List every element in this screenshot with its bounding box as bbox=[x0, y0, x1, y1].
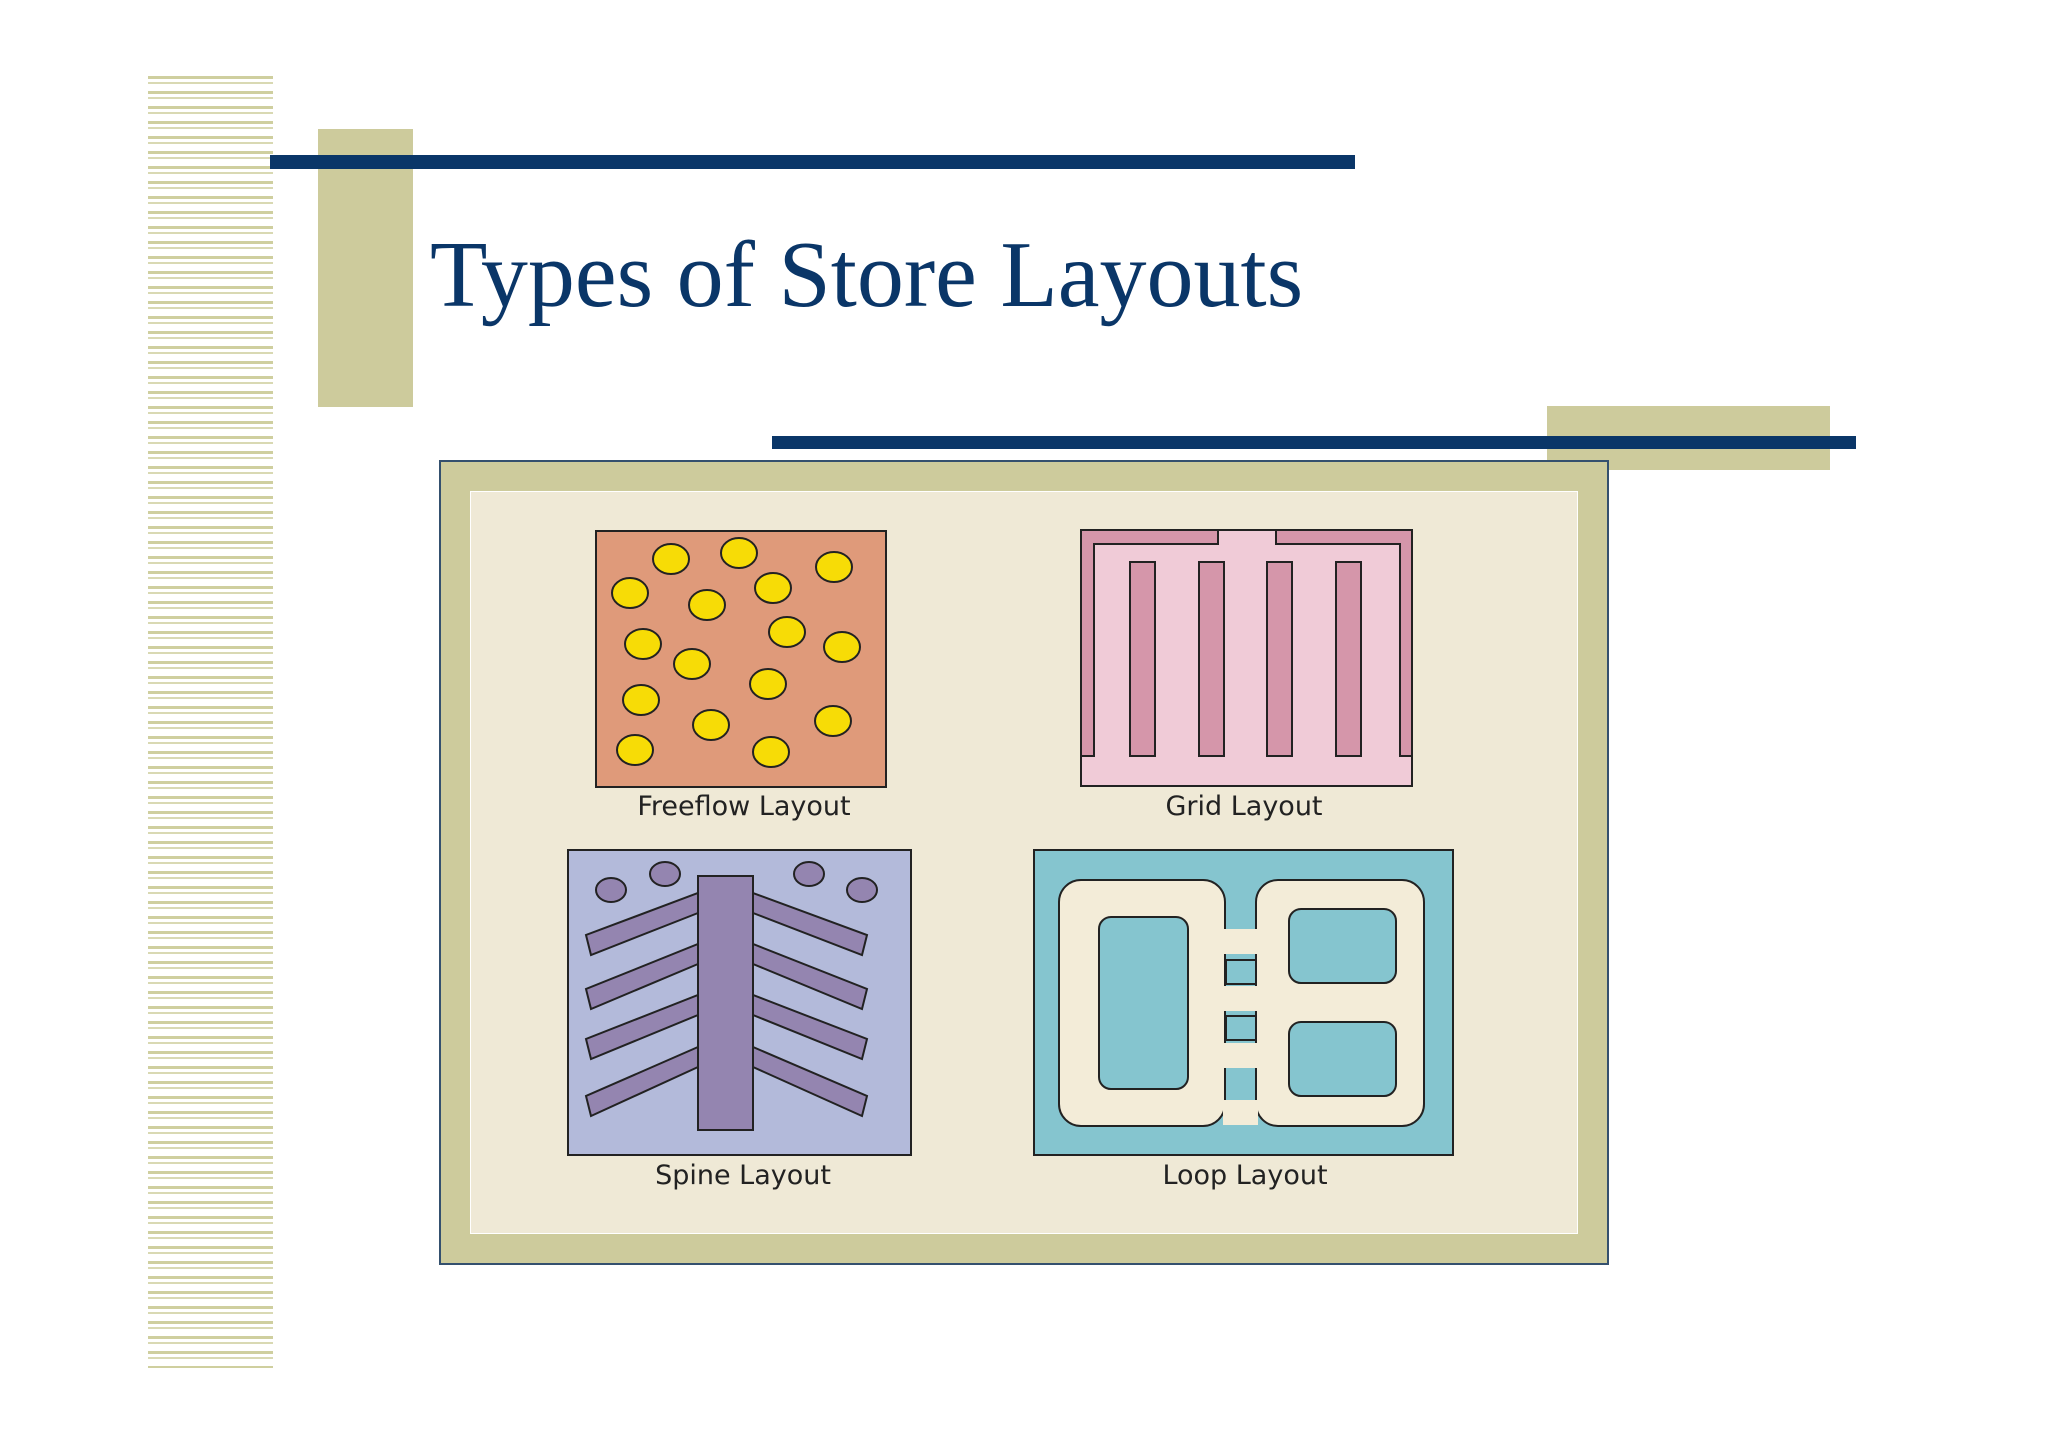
round-rack bbox=[611, 577, 649, 609]
loop-fixtures bbox=[1098, 908, 1397, 1097]
round-rack bbox=[720, 537, 758, 569]
fixture-block bbox=[1288, 1021, 1397, 1097]
gondola-aisle bbox=[1129, 561, 1156, 757]
display-table bbox=[595, 877, 627, 903]
loop-label: Loop Layout bbox=[1162, 1160, 1328, 1191]
loop-connector bbox=[1223, 929, 1258, 954]
freeflow-fixtures bbox=[611, 537, 861, 768]
loop-connector bbox=[1223, 1043, 1258, 1068]
freeflow-layout-diagram bbox=[595, 530, 887, 788]
round-rack bbox=[652, 543, 690, 575]
spine-label: Spine Layout bbox=[655, 1160, 831, 1191]
display-table bbox=[793, 861, 825, 887]
round-rack bbox=[754, 572, 792, 604]
fixture-block bbox=[1225, 1015, 1257, 1041]
round-rack bbox=[622, 684, 660, 716]
page-title: Types of Store Layouts bbox=[430, 223, 1304, 327]
grid-aisles bbox=[1129, 561, 1362, 757]
freeflow-label: Freeflow Layout bbox=[637, 791, 851, 822]
round-rack bbox=[814, 705, 852, 737]
spine-fixtures bbox=[584, 861, 878, 1131]
grid-layout-diagram bbox=[1080, 529, 1413, 787]
grid-perimeter-wall bbox=[1080, 529, 1219, 757]
display-table bbox=[649, 861, 681, 887]
display-table bbox=[846, 877, 878, 903]
spine-layout-diagram bbox=[567, 849, 912, 1156]
loop-layout-diagram bbox=[1033, 849, 1454, 1156]
loop-connectors bbox=[1223, 929, 1258, 1125]
middle-rule bbox=[772, 436, 1856, 449]
fixture-block bbox=[1225, 959, 1257, 985]
grid-label: Grid Layout bbox=[1165, 791, 1323, 822]
gondola-aisle bbox=[1266, 561, 1293, 757]
round-rack bbox=[673, 648, 711, 680]
decorative-stripes bbox=[148, 76, 273, 1368]
round-rack bbox=[749, 668, 787, 700]
gondola-aisle bbox=[1335, 561, 1362, 757]
round-rack bbox=[768, 616, 806, 648]
round-rack bbox=[624, 628, 662, 660]
fixture-block bbox=[1288, 908, 1397, 984]
round-rack bbox=[692, 709, 730, 741]
loop-connector bbox=[1223, 1100, 1258, 1125]
spine-main-aisle bbox=[697, 875, 754, 1131]
loop-connector bbox=[1223, 986, 1258, 1011]
grid-perimeter-wall bbox=[1275, 529, 1413, 757]
fixture-block bbox=[1098, 916, 1189, 1090]
round-rack bbox=[815, 551, 853, 583]
round-rack bbox=[688, 589, 726, 621]
round-rack bbox=[823, 631, 861, 663]
title-accent-block bbox=[318, 129, 413, 407]
top-rule bbox=[270, 155, 1355, 169]
round-rack bbox=[752, 736, 790, 768]
round-rack bbox=[616, 734, 654, 766]
gondola-aisle bbox=[1198, 561, 1225, 757]
